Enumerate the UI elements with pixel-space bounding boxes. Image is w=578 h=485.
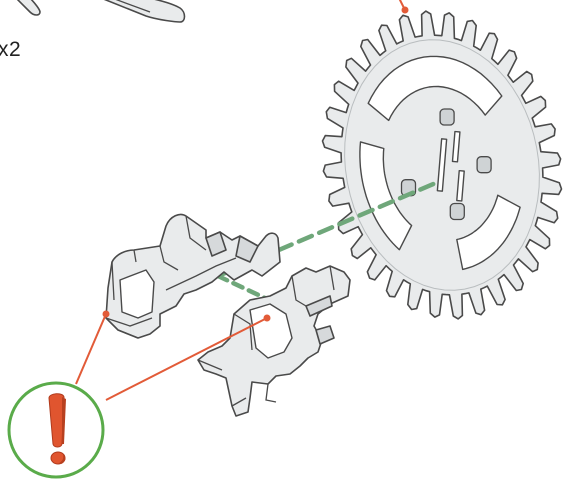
pointer-line-left (76, 314, 106, 384)
top-part-fragment-a (14, 0, 40, 15)
top-pointer (398, 0, 409, 14)
top-part-fragment-b (96, 0, 185, 22)
exclamation-mark-icon (9, 383, 103, 477)
gear-hole-3 (450, 204, 464, 220)
gear-hole-1 (440, 109, 454, 125)
chainring-gear (323, 11, 562, 319)
gear-hole-2 (477, 157, 491, 173)
top-left-parts (14, 0, 185, 22)
